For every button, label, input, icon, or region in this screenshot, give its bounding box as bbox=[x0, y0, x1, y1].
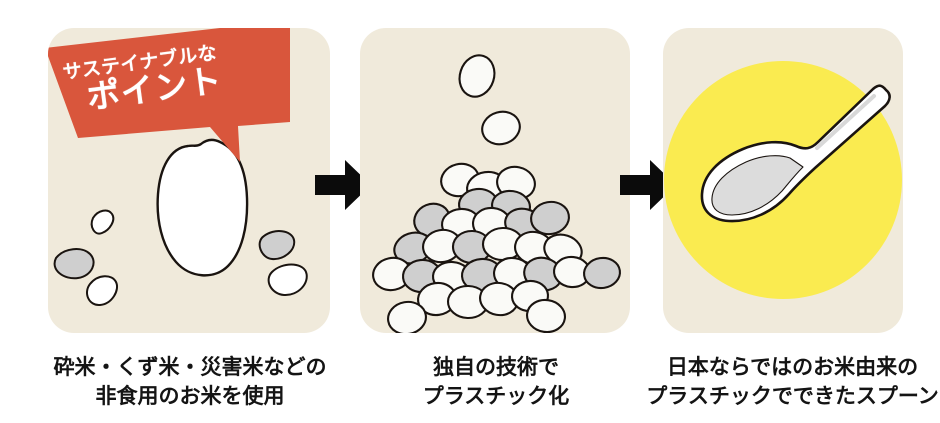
caption-line: プラスチックでできたスプーン bbox=[646, 384, 939, 408]
step-3-caption: 日本ならではのお米由来の プラスチックでできたスプーン bbox=[645, 354, 940, 412]
spoon-illustration bbox=[664, 61, 902, 299]
step-2-panel bbox=[360, 28, 630, 333]
step-1-caption: 砕米・くず米・災害米などの 非食用のお米を使用 bbox=[20, 354, 360, 412]
rice-grains-illustration bbox=[53, 138, 308, 307]
step-2-caption: 独自の技術で プラスチック化 bbox=[370, 354, 622, 412]
caption-line: 砕米・くず米・災害米などの bbox=[53, 356, 327, 379]
caption-line: プラスチック化 bbox=[422, 384, 570, 408]
caption-line: 非食用のお米を使用 bbox=[95, 384, 285, 408]
arrow-right-icon bbox=[620, 160, 676, 210]
step-1-panel: サステイナブルな ポイント bbox=[48, 28, 330, 333]
caption-line: 日本ならではのお米由来の bbox=[666, 356, 919, 379]
step-3-panel bbox=[663, 28, 903, 333]
arrow-right-icon bbox=[315, 160, 371, 210]
caption-line: 独自の技術で bbox=[433, 356, 559, 379]
plastic-pellets-illustration bbox=[372, 54, 621, 333]
